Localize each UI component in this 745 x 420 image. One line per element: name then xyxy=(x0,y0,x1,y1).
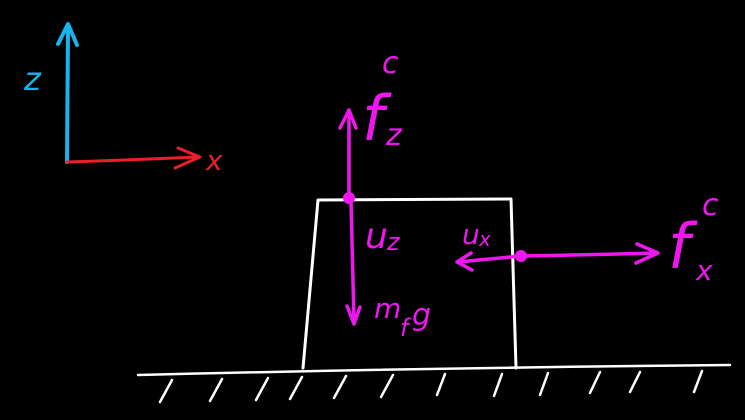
ux-label-sub: x xyxy=(478,227,491,251)
x-axis-arrow xyxy=(65,146,202,170)
ground-line xyxy=(136,363,732,377)
weight-label-g: g xyxy=(412,298,431,333)
fx-label-main: f xyxy=(668,210,698,283)
z-axis-arrow xyxy=(56,22,79,164)
contact-force-x-arrow xyxy=(519,242,660,265)
block xyxy=(301,197,518,370)
contact-point-side xyxy=(515,250,527,262)
x-axis-label: x xyxy=(205,144,223,177)
weight-label-f: f xyxy=(400,314,412,342)
uz-label-sub: z xyxy=(386,228,401,256)
z-axis-label: z xyxy=(23,60,42,98)
fx-label-sub: x xyxy=(695,254,713,287)
contact-force-z-arrow xyxy=(338,108,358,200)
fz-label-sup: c xyxy=(382,46,399,81)
ground xyxy=(136,363,732,404)
fx-label-sup: c xyxy=(702,188,719,223)
velocity-x-arrow xyxy=(455,251,523,272)
weight-arrow xyxy=(345,198,362,326)
coordinate-frame xyxy=(56,22,202,170)
forces xyxy=(338,108,660,326)
ux-label-main: u xyxy=(462,218,480,251)
weight-label-m: m xyxy=(374,292,401,325)
uz-label-main: u xyxy=(365,216,388,257)
ground-hatching xyxy=(158,369,704,404)
contact-point-top xyxy=(343,192,355,204)
fz-label-sub: z xyxy=(385,118,403,153)
